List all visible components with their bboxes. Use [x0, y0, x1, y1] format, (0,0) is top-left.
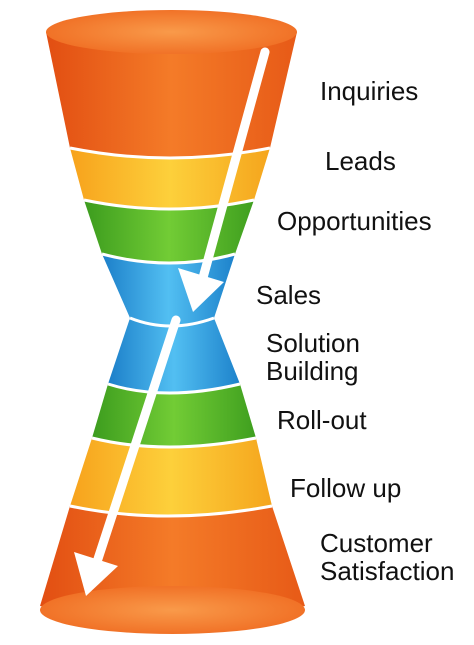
band-roll-out — [92, 384, 256, 447]
flow-arrows — [74, 47, 270, 596]
lower-arrow-shaft — [91, 315, 181, 570]
band-leads — [70, 148, 270, 209]
label-customer-satisfaction: Customer Satisfaction — [320, 528, 455, 586]
label-follow-up: Follow up — [290, 473, 402, 503]
label-roll-out: Roll-out — [277, 405, 367, 435]
band-inquiries — [46, 32, 297, 158]
label-solution-building: Solution Building — [266, 328, 360, 386]
upper-arrow-head — [178, 268, 224, 312]
label-sales: Sales — [256, 280, 322, 310]
band-follow-up — [70, 438, 272, 516]
band-solution-building — [108, 318, 240, 393]
lower-arrow-head — [74, 552, 118, 596]
label-leads: Leads — [325, 146, 396, 176]
label-inquiries: Inquiries — [320, 76, 419, 106]
band-inquiries-top — [46, 10, 297, 54]
upper-arrow-shaft — [196, 47, 270, 290]
upper-funnel — [46, 10, 297, 326]
band-customer-satisfaction-bottom — [40, 586, 305, 634]
label-opportunities: Opportunities — [277, 206, 432, 236]
